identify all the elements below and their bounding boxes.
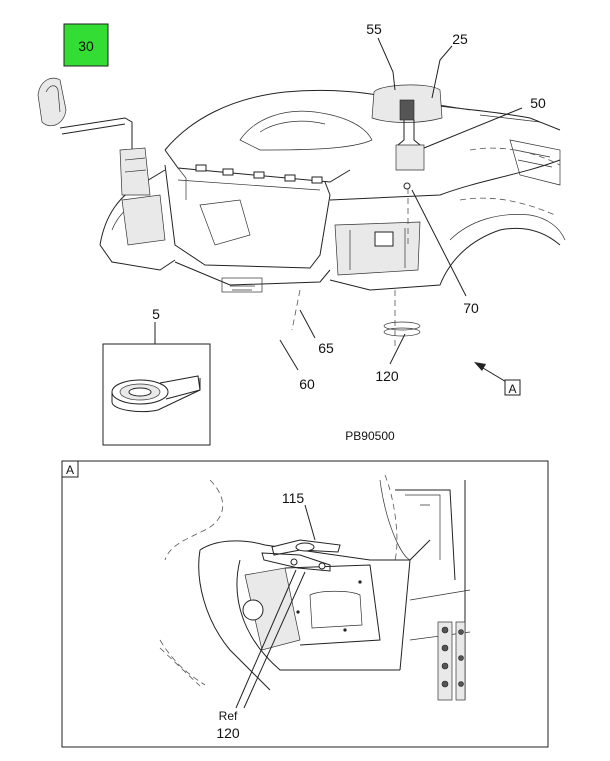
- callout-5: 5: [152, 306, 160, 322]
- callout-115: 115: [282, 490, 305, 506]
- leader-ref-120: [235, 569, 297, 709]
- callout-50: 50: [530, 95, 546, 111]
- detail-label: A: [66, 463, 74, 477]
- grille-slot: [253, 171, 265, 179]
- leader-50: [423, 107, 523, 149]
- mirror-head: [37, 77, 67, 127]
- leader-70: [411, 189, 467, 297]
- grille-slot: [195, 164, 207, 172]
- bracket-side-panel: [244, 567, 301, 651]
- callout-25: 25: [452, 31, 468, 47]
- ref-label: Ref: [219, 709, 238, 723]
- callout-60: 60: [299, 376, 315, 392]
- spring-coil: [383, 321, 421, 331]
- stud-column: [437, 621, 466, 701]
- highlight-box-30: [63, 23, 109, 67]
- mirror-mount: [399, 99, 415, 121]
- leader-120: [389, 333, 406, 365]
- leader-25: [431, 45, 453, 99]
- leader-115: [304, 504, 316, 541]
- callout-120: 120: [375, 368, 399, 384]
- callout-30: 30: [78, 38, 94, 54]
- hood-assembly: [99, 89, 566, 293]
- mirror-bracket: [119, 147, 151, 196]
- arrow-head-icon: [474, 362, 486, 371]
- leader-55: [377, 37, 396, 91]
- detail-view-a: [61, 460, 549, 748]
- leader-ref-120b: [243, 571, 306, 709]
- detail-frame: [61, 460, 549, 748]
- callout-55: 55: [366, 21, 382, 37]
- leader-60: [279, 339, 299, 371]
- left-fender-panel: [121, 194, 166, 246]
- bracket-cutout: [309, 590, 363, 629]
- right-fender-panel: [334, 221, 421, 276]
- bracket-hole: [242, 599, 264, 621]
- main-view: [37, 37, 566, 396]
- callout-120-ref: 120: [216, 725, 240, 741]
- detail-label-box: [61, 460, 79, 478]
- fastener: [403, 182, 411, 190]
- dash-line: [291, 289, 301, 331]
- leader-65: [299, 309, 316, 339]
- view-ref-box: [504, 379, 521, 396]
- callout-70: 70: [463, 300, 479, 316]
- tape-roll-inset: [102, 343, 211, 446]
- spring-coil: [383, 327, 421, 337]
- grille-slot: [222, 168, 234, 176]
- hood-mirror-assembly: [371, 84, 443, 245]
- grille-slot: [284, 174, 296, 182]
- figure-id: PB90500: [345, 429, 395, 443]
- view-ref-label: A: [508, 382, 516, 396]
- callout-65: 65: [318, 340, 334, 356]
- mirror-assembly: [37, 77, 151, 196]
- mirror-bracket: [395, 144, 425, 171]
- plate-hole: [295, 542, 315, 552]
- grille-slot: [311, 176, 323, 184]
